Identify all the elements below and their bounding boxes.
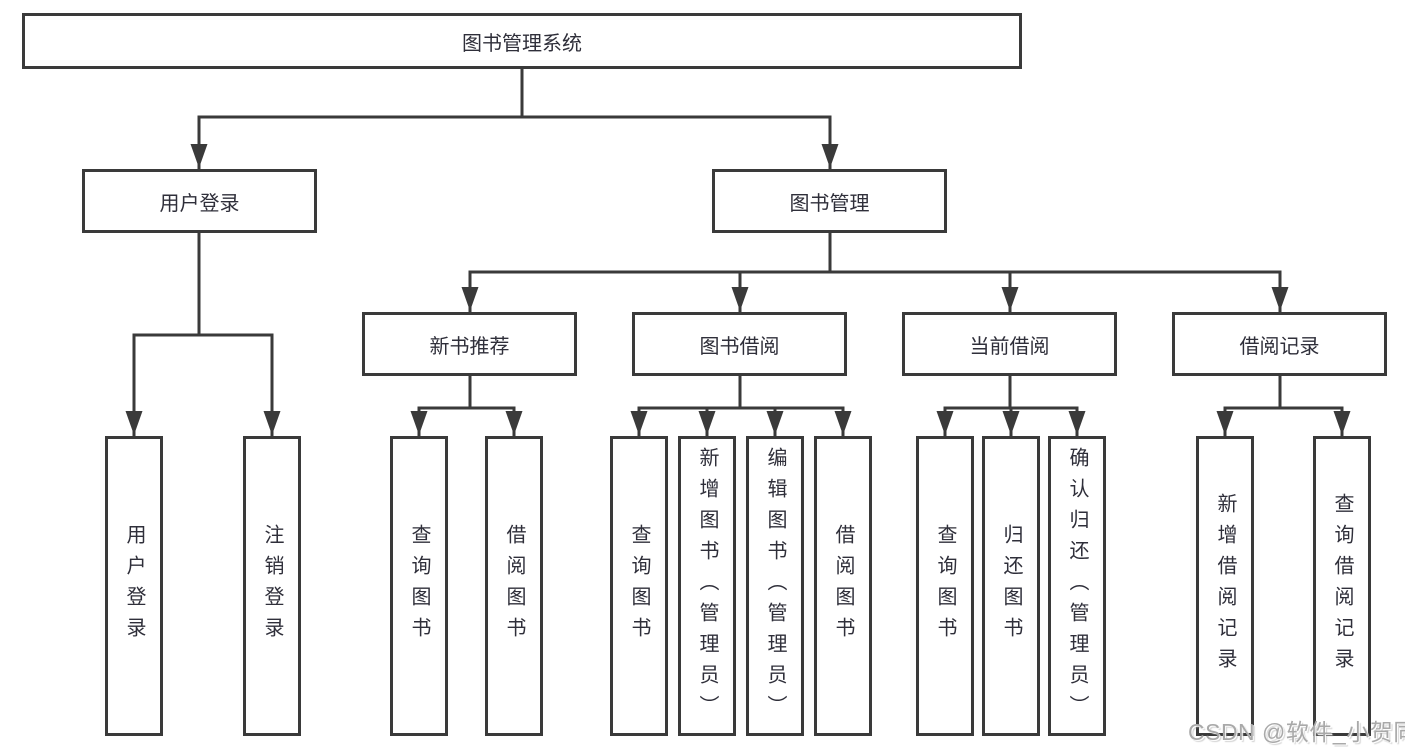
leaf-borrow-books-2: 借阅图书 xyxy=(814,436,872,736)
node-label: 借阅记录 xyxy=(1239,335,1320,358)
node-root-library-system: 图书管理系统 xyxy=(22,13,1022,69)
node-label: 查询图书 xyxy=(628,524,650,648)
node-label: 归还图书 xyxy=(1000,524,1022,648)
connector-book-borrow-to-leaves xyxy=(630,374,852,437)
node-new-book-recommend: 新书推荐 xyxy=(362,312,577,376)
connector-new-book-recommend-to-leaves xyxy=(410,374,523,437)
leaf-logout: 注销登录 xyxy=(243,436,301,736)
leaf-query-borrow-record: 查询借阅记录 xyxy=(1313,436,1371,736)
node-book-borrow: 图书借阅 xyxy=(632,312,847,376)
node-book-management: 图书管理 xyxy=(712,169,947,233)
node-label: 查询图书 xyxy=(408,524,430,648)
node-borrow-records: 借阅记录 xyxy=(1172,312,1387,376)
node-label: 图书借阅 xyxy=(699,335,780,358)
leaf-user-login: 用户登录 xyxy=(105,436,163,736)
node-label: 新书推荐 xyxy=(429,335,510,358)
node-label: 借阅图书 xyxy=(832,524,854,648)
node-label: 编辑图书（管理员） xyxy=(764,446,786,726)
node-label: 新增图书（管理员） xyxy=(696,446,718,726)
connector-borrow-records-to-leaves xyxy=(1216,374,1351,437)
leaf-edit-books-admin: 编辑图书（管理员） xyxy=(746,436,804,736)
connector-book-management-to-level3 xyxy=(461,231,1289,313)
leaf-borrow-books-1: 借阅图书 xyxy=(485,436,543,736)
connector-current-borrow-to-leaves xyxy=(936,374,1086,437)
leaf-add-books-admin: 新增图书（管理员） xyxy=(678,436,736,736)
leaf-return-books: 归还图书 xyxy=(982,436,1040,736)
node-label: 借阅图书 xyxy=(503,524,525,648)
node-label: 用户登录 xyxy=(123,524,145,648)
connector-root-to-level2 xyxy=(190,67,839,170)
leaf-query-books-2: 查询图书 xyxy=(610,436,668,736)
node-label: 新增借阅记录 xyxy=(1214,493,1236,679)
node-label: 图书管理系统 xyxy=(462,32,582,55)
connector-user-login-to-leaves xyxy=(125,231,281,437)
node-user-login: 用户登录 xyxy=(82,169,317,233)
node-label: 确认归还（管理员） xyxy=(1066,446,1088,726)
leaf-confirm-return-admin: 确认归还（管理员） xyxy=(1048,436,1106,736)
leaf-add-borrow-record: 新增借阅记录 xyxy=(1196,436,1254,736)
csdn-watermark: CSDN @软件_小贺同学 xyxy=(1188,719,1405,745)
node-label: 查询借阅记录 xyxy=(1331,493,1353,679)
leaf-query-books-1: 查询图书 xyxy=(390,436,448,736)
node-label: 注销登录 xyxy=(261,524,283,648)
node-label: 用户登录 xyxy=(159,192,240,215)
leaf-query-books-3: 查询图书 xyxy=(916,436,974,736)
node-label: 查询图书 xyxy=(934,524,956,648)
node-current-borrow: 当前借阅 xyxy=(902,312,1117,376)
node-label: 当前借阅 xyxy=(969,335,1050,358)
node-label: 图书管理 xyxy=(789,192,870,215)
